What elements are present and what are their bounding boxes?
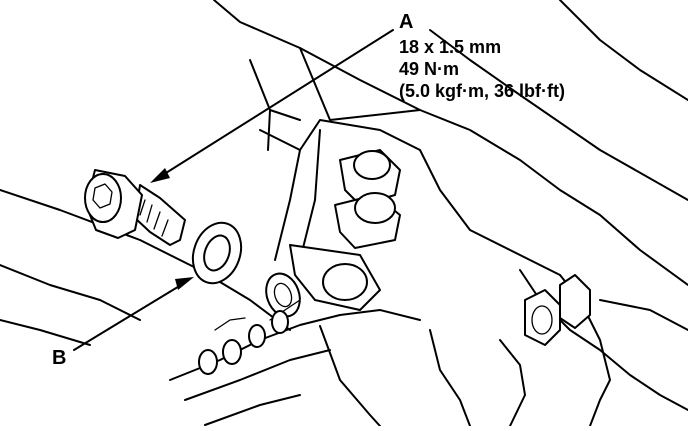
torque-spec-alt-units: (5.0 kgf·m, 36 lbf·ft) — [399, 81, 566, 101]
leader-a-arrow — [150, 29, 394, 183]
drain-bolt-icon — [84, 169, 186, 246]
callout-label-b: B — [52, 347, 67, 369]
torque-spec-nm: 49 N·m — [399, 59, 460, 79]
leader-b-arrow — [73, 277, 194, 351]
sealing-washer-icon — [191, 221, 243, 285]
callout-label-a: A — [399, 11, 414, 33]
case-bosses — [289, 149, 591, 346]
drain-hole — [265, 272, 301, 321]
bolt-size-spec: 18 x 1.5 mm — [399, 37, 502, 57]
lower-bosses — [198, 310, 289, 375]
